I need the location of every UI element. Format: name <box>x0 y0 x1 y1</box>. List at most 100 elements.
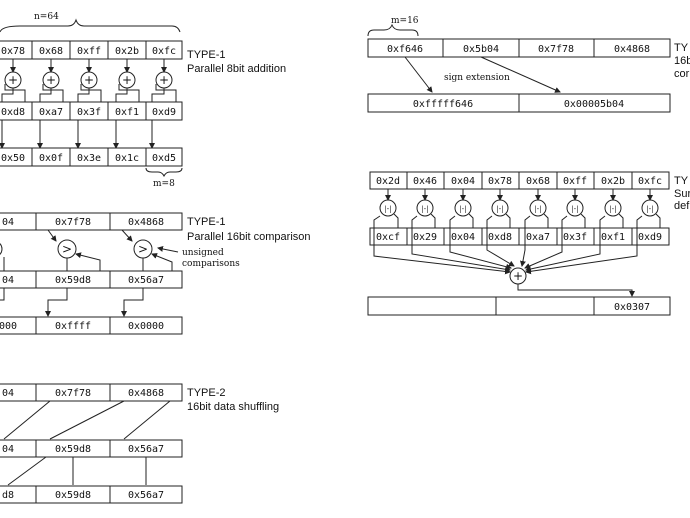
shuf16-type-label: TYPE-2 <box>187 387 226 399</box>
sad-row2-value: 0xd8 <box>488 232 512 243</box>
sad-result-cell <box>367 296 497 316</box>
abs-diff-operator-icon <box>491 199 509 217</box>
note-pointer <box>157 246 179 253</box>
abs-diff-operator-icon <box>379 199 397 217</box>
abs-diff-symbol: |-| <box>421 205 428 213</box>
add8-row2-cell <box>145 101 183 121</box>
sad-row1-value: 0x2d <box>376 176 400 187</box>
diagram-16bit-data-shuffling: 04 0x7f78 0x4868 04 0x59d8 0x56a7 d8 0x5… <box>0 383 279 504</box>
abs-diff-operator-icon <box>566 199 584 217</box>
shuf16-row2-cell <box>109 439 183 458</box>
shuf16-row3-value: 0x56a7 <box>128 490 164 501</box>
sad-row2-value: 0x29 <box>413 232 437 243</box>
cmp16-row2: 04 0x59d8 0x56a7 <box>0 270 183 289</box>
sad-row1-value: 0xfc <box>638 176 662 187</box>
shuf16-description: 16bit data shuffling <box>187 401 279 413</box>
signext-arrow <box>404 56 433 93</box>
add-operator-symbol: + <box>122 73 132 87</box>
sad-result-cell <box>593 296 671 316</box>
shuf16-row2-value: 0x59d8 <box>55 444 91 455</box>
sad-row2-value: 0x3f <box>563 232 587 243</box>
abs-diff-symbol: |-| <box>459 205 466 213</box>
width-brace <box>0 18 181 33</box>
compare-operator-symbol: > <box>138 242 148 256</box>
add-operator-symbol: + <box>8 73 18 87</box>
abs-diff-symbol: |-| <box>646 205 653 213</box>
shuf16-row3: d8 0x59d8 0x56a7 <box>0 485 183 504</box>
cmp16-row3-value: 0xffff <box>55 321 91 332</box>
add8-row3-value: 0x50 <box>1 153 25 164</box>
abs-diff-operator-icon <box>641 199 659 217</box>
abs-diff-operator-icon <box>416 199 434 217</box>
cmp16-note-line2: comparisons <box>182 259 240 269</box>
element-brace <box>145 167 183 178</box>
add8-row3-value: 0x1c <box>115 153 139 164</box>
sad-row2-value: 0xa7 <box>526 232 550 243</box>
abs-diff-operator-icon <box>529 199 547 217</box>
add8-row2-value: 0x3f <box>77 107 101 118</box>
abs-diff-symbol: |-| <box>609 205 616 213</box>
signext-row2-value: 0xfffff646 <box>413 99 473 110</box>
width-brace <box>367 23 419 37</box>
shuf16-row3-cell <box>109 485 183 504</box>
add8-row3-value: 0x3e <box>77 153 101 164</box>
add8-row1-value: 0x68 <box>39 46 63 57</box>
cmp16-row2-value: 0x59d8 <box>55 275 91 286</box>
signext-row2-cell <box>518 93 671 113</box>
diagram-parallel-8bit-addition: n=64 0x78 0x68 0xff 0x2b 0xfc + + <box>0 12 286 189</box>
diagram-parallel-16bit-comparison: 04 0x7f78 0x4868 > > 04 0x59d8 0x56a7 <box>0 212 311 335</box>
sum-result-arrow <box>517 284 635 297</box>
shuf16-row2-value: 0x56a7 <box>128 444 164 455</box>
sad-row2-value: 0x04 <box>451 232 475 243</box>
diagram-sum-of-abs-diff: 0x2d 0x46 0x04 0x78 0x68 0xff 0x2b 0xfc <box>367 171 690 316</box>
signext-row1-value: 0x4868 <box>614 44 650 55</box>
add8-row3-cell <box>145 147 183 167</box>
cmp16-row1-value: 0x7f78 <box>55 217 91 228</box>
abs-diff-operator-icon <box>454 199 472 217</box>
sad-row1-value: 0x68 <box>526 176 550 187</box>
cmp16-description: Parallel 16bit comparison <box>187 231 311 243</box>
abs-diff-symbol: |-| <box>496 205 503 213</box>
shuf16-row1-value: 0x4868 <box>128 388 164 399</box>
add8-row2-value: 0xf1 <box>115 107 139 118</box>
add8-row3-value: 0xd5 <box>152 153 176 164</box>
cmp16-row3: 000 0xffff 0x0000 <box>0 316 183 335</box>
width-label: m=16 <box>391 16 419 26</box>
sad-row1-value: 0x46 <box>413 176 437 187</box>
sad-result-row: 0x0307 <box>367 296 671 316</box>
sum-operator-symbol: + <box>513 269 523 283</box>
signext-desc-fragment: cor <box>674 68 690 80</box>
cmp16-note-line1: unsigned <box>182 248 224 258</box>
cmp16-row2-cell <box>109 270 183 289</box>
add8-row3: 0x50 0x0f 0x3e 0x1c 0xd5 <box>0 147 183 167</box>
abs-diff-symbol: |-| <box>384 205 391 213</box>
sad-row2-value: 0xf1 <box>601 232 625 243</box>
cmp16-row1-value: 0x4868 <box>128 217 164 228</box>
add8-row1: 0x78 0x68 0xff 0x2b 0xfc <box>0 40 183 60</box>
abs-diff-operator-icon <box>604 199 622 217</box>
add8-row1-value: 0x78 <box>1 46 25 57</box>
shuf16-row1: 04 0x7f78 0x4868 <box>0 383 183 402</box>
sad-sum-lines <box>373 215 643 275</box>
shuf16-row3-value: 0x59d8 <box>55 490 91 501</box>
add-operator-symbol: + <box>84 73 94 87</box>
signext-row1-value: 0x5b04 <box>463 44 499 55</box>
signext-row1-value: 0xf646 <box>387 44 423 55</box>
sad-row1-value: 0xff <box>563 176 587 187</box>
shuf16-row1-cell <box>109 383 183 402</box>
add8-operators: + + + + + <box>0 59 177 149</box>
width-label: n=64 <box>34 12 59 22</box>
signext-note: sign extension <box>444 73 510 83</box>
add8-row1-value: 0xfc <box>152 46 176 57</box>
add8-row3-value: 0x0f <box>39 153 63 164</box>
cmp16-row3-value: 000 <box>0 321 17 332</box>
add8-row1-value: 0x2b <box>115 46 139 57</box>
add-operator-symbol: + <box>159 73 169 87</box>
signext-row1: 0xf646 0x5b04 0x7f78 0x4868 <box>367 38 671 58</box>
add-operator-symbol: + <box>46 73 56 87</box>
shuf16-row1-value: 0x7f78 <box>55 388 91 399</box>
sad-row1-value: 0x78 <box>488 176 512 187</box>
add8-description: Parallel 8bit addition <box>187 63 286 75</box>
cmp16-row2-value: 0x56a7 <box>128 275 164 286</box>
